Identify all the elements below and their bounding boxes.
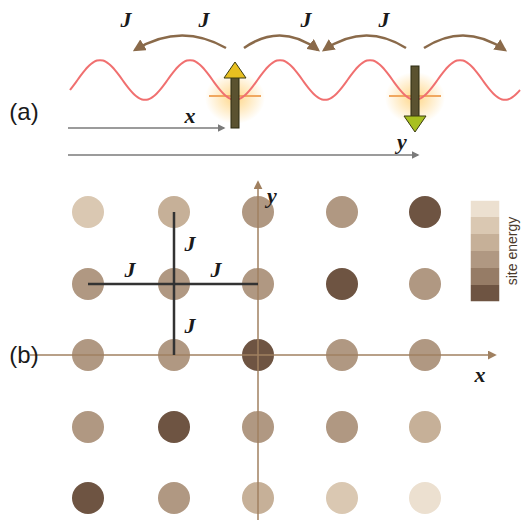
lattice-site <box>158 482 190 514</box>
hopping-label: J <box>301 9 312 31</box>
hopping-arrow <box>324 35 406 50</box>
hopping-label: J <box>185 315 196 337</box>
lattice-site <box>326 196 358 228</box>
hopping-bond <box>173 212 176 355</box>
panel-label: (b) <box>9 343 38 367</box>
panel-label: (a) <box>9 100 38 124</box>
energy-colorbar <box>470 200 500 302</box>
hopping-label: J <box>379 9 390 31</box>
y-axis <box>257 182 259 520</box>
hopping-label: J <box>125 259 136 281</box>
position-arrow <box>68 154 418 156</box>
position-arrow <box>68 127 224 129</box>
position-label: x <box>185 105 196 127</box>
spin-up-arrow <box>224 62 246 128</box>
hopping-arrow <box>135 35 226 50</box>
lattice-site <box>409 268 441 300</box>
hopping-label: J <box>199 9 210 31</box>
lattice-site <box>409 482 441 514</box>
lattice-site <box>409 196 441 228</box>
lattice-site <box>326 268 358 300</box>
lattice-site <box>409 411 441 443</box>
position-label: y <box>397 131 407 153</box>
lattice-site <box>326 411 358 443</box>
lattice-site <box>72 196 104 228</box>
lattice-site <box>326 482 358 514</box>
hopping-label: J <box>121 9 132 31</box>
axis-label: x <box>475 364 486 386</box>
axis-label: y <box>267 185 277 207</box>
colorbar-label: site energy <box>505 217 519 285</box>
hopping-label: J <box>185 233 196 255</box>
hopping-arrow <box>424 35 505 50</box>
lattice-potential <box>70 60 520 100</box>
spin-down-arrow <box>404 66 426 132</box>
lattice-site <box>72 411 104 443</box>
hopping-arrow <box>244 35 318 50</box>
lattice-site <box>158 411 190 443</box>
hopping-label: J <box>211 259 222 281</box>
x-axis <box>30 354 495 356</box>
lattice-site <box>72 482 104 514</box>
